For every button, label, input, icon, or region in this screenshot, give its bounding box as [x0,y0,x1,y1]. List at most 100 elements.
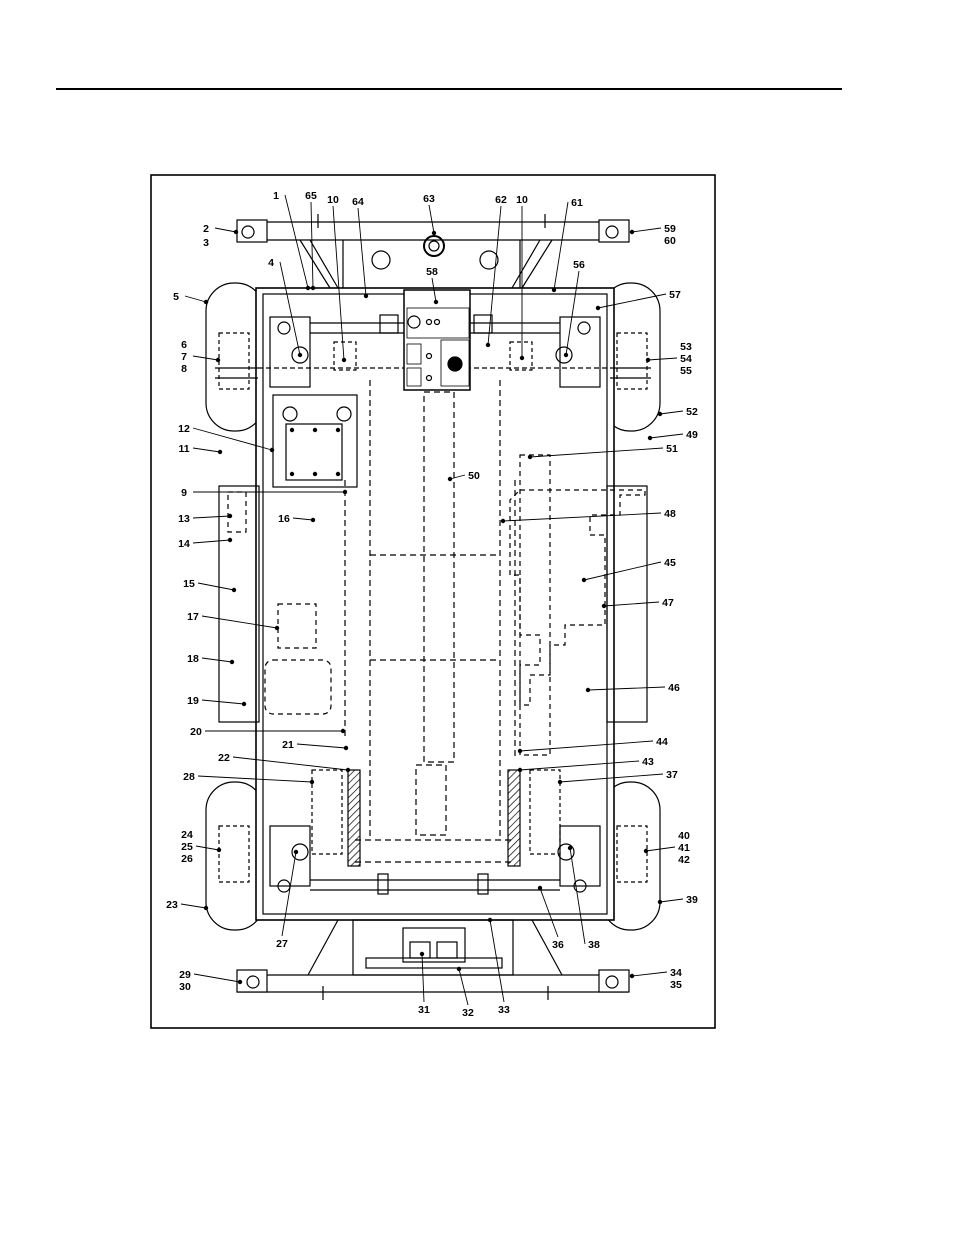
callout-label-42: 42 [678,854,690,866]
callout-label-47: 47 [662,597,674,609]
leader-dot-14 [228,538,232,542]
callout-label-2: 2 [203,223,209,235]
control-panel [404,290,470,390]
leader-dot-64 [364,294,368,298]
leader-line-29 [194,974,240,982]
leader-line-34 [632,972,667,976]
callout-label-63: 63 [423,193,435,205]
leader-dot-10 [520,356,524,360]
leader-dot-54 [646,358,650,362]
callout-label-48: 48 [664,508,676,520]
callout-label-57: 57 [669,289,681,301]
callout-label-35: 35 [670,979,682,991]
leader-dot-23 [204,906,208,910]
callout-label-21: 21 [282,739,294,751]
callout-label-28: 28 [183,771,195,783]
callout-label-59: 59 [664,223,676,235]
callout-label-52: 52 [686,406,698,418]
callout-label-51: 51 [666,443,678,455]
leader-dot-61 [552,288,556,292]
leader-line-2 [215,228,236,232]
callout-label-5: 5 [173,291,179,303]
leader-dot-1 [306,286,310,290]
leader-dot-4 [298,353,302,357]
callout-label-11: 11 [178,443,189,455]
leader-dot-65 [311,286,315,290]
callout-label-25: 25 [181,841,193,853]
leader-line-15 [198,583,234,590]
callout-label-33: 33 [498,1004,510,1016]
callout-label-39: 39 [686,894,698,906]
leader-dot-39 [658,900,662,904]
callout-label-30: 30 [179,981,191,993]
leader-dot-18 [230,660,234,664]
callout-label-12: 12 [178,423,190,435]
callout-label-10: 10 [327,194,339,206]
leader-dot-48 [501,519,505,523]
leader-dot-50 [448,477,452,481]
callout-label-56: 56 [573,259,585,271]
leader-dot-57 [596,306,600,310]
leader-dot-52 [658,412,662,416]
callout-label-34: 34 [670,967,682,979]
callout-label-36: 36 [552,939,564,951]
callout-label-17: 17 [187,611,199,623]
leader-line-18 [202,658,232,662]
leader-dot-2 [234,230,238,234]
leader-line-59 [632,228,661,232]
callout-label-60: 60 [664,235,676,247]
leader-dot-45 [582,578,586,582]
leader-line-39 [660,899,683,902]
callout-label-20: 20 [190,726,202,738]
callout-label-62: 62 [495,194,507,206]
callout-label-50: 50 [468,470,480,482]
leader-dot-58 [434,300,438,304]
vehicle-drawing [206,214,660,1000]
callout-label-13: 13 [178,513,190,525]
callout-label-45: 45 [664,557,676,569]
callout-label-6: 6 [181,339,187,351]
leader-dot-43 [518,768,522,772]
leader-dot-13 [228,514,232,518]
callout-label-16: 16 [278,513,290,525]
leader-dot-10 [342,358,346,362]
leader-dot-36 [538,886,542,890]
callout-label-15: 15 [183,578,195,590]
leader-dot-37 [558,780,562,784]
callout-label-41: 41 [678,842,690,854]
callout-label-58: 58 [426,266,438,278]
callout-label-9: 9 [181,487,187,499]
leader-dot-51 [528,455,532,459]
callout-label-8: 8 [181,363,187,375]
callout-label-31: 31 [418,1004,430,1016]
leader-line-11 [193,448,220,452]
leader-line-64 [358,208,366,296]
leader-dot-34 [630,974,634,978]
leader-dot-16 [311,518,315,522]
callout-label-3: 3 [203,237,209,249]
callout-label-32: 32 [462,1007,474,1019]
callout-label-4: 4 [268,257,274,269]
callout-label-49: 49 [686,429,698,441]
leader-dot-7 [216,358,220,362]
callout-label-64: 64 [352,196,364,208]
leader-dot-12 [270,448,274,452]
leader-line-61 [554,202,568,290]
callout-label-53: 53 [680,341,692,353]
callout-label-7: 7 [181,351,187,363]
leader-dot-32 [457,967,461,971]
callout-label-29: 29 [179,969,191,981]
leader-dot-59 [630,230,634,234]
leader-dot-56 [564,353,568,357]
leader-line-1 [285,195,308,288]
leader-dot-28 [310,780,314,784]
leader-dot-63 [432,231,436,235]
callout-label-43: 43 [642,756,654,768]
leader-dot-5 [204,300,208,304]
callout-label-18: 18 [187,653,199,665]
leader-line-52 [660,411,683,414]
leader-dot-11 [218,450,222,454]
callout-label-26: 26 [181,853,193,865]
callout-label-14: 14 [178,538,190,550]
